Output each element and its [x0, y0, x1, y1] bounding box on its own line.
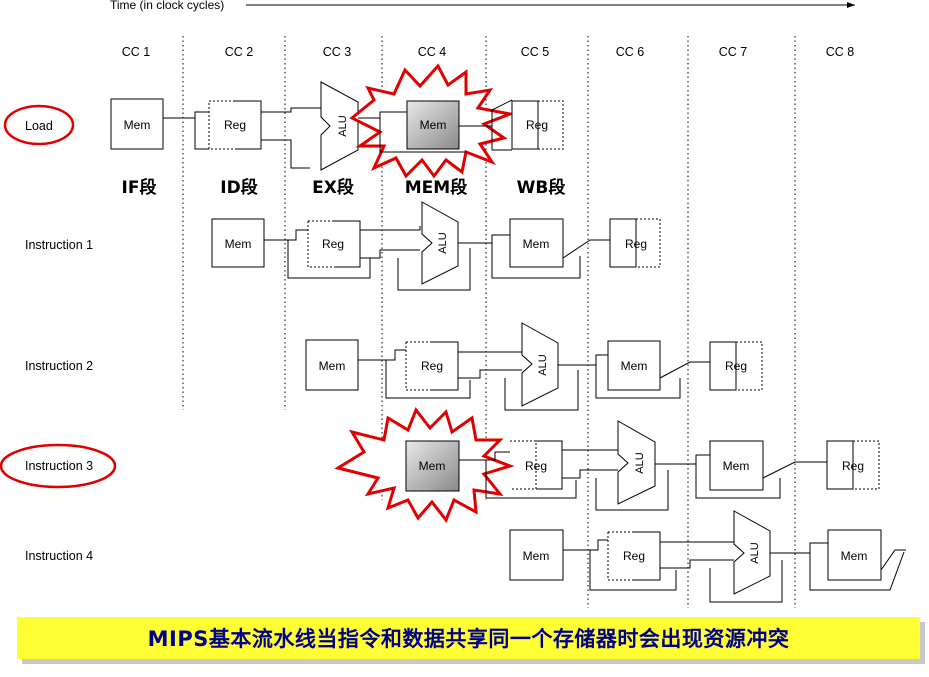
cycle-label: CC 2	[225, 45, 254, 59]
cycle-label: CC 4	[418, 45, 447, 59]
instruction-label: Load	[25, 119, 53, 133]
mem-label: Mem	[841, 549, 868, 563]
load-pipeline: Mem Reg ALU	[110, 81, 359, 171]
reg-label: Reg	[842, 459, 864, 473]
instruction1-pipeline: Mem Reg ALU Mem Reg	[211, 201, 661, 291]
reg-label: Reg	[526, 118, 548, 132]
mem-label: Mem	[225, 237, 252, 251]
cycle-label: CC 3	[323, 45, 352, 59]
mem-unit-conflict	[406, 100, 460, 150]
mem-label: Mem	[621, 359, 648, 373]
mem-unit	[110, 98, 164, 150]
alu-label: ALU	[749, 542, 761, 563]
mem-label: Mem	[420, 118, 447, 132]
cycle-label: CC 5	[521, 45, 550, 59]
stage-labels: IF段 ID段 EX段 MEM段 WB段	[122, 177, 566, 198]
stage-label: MEM段	[405, 177, 467, 198]
cycle-label: CC 6	[616, 45, 645, 59]
mem-label: Mem	[124, 118, 151, 132]
reg-label: Reg	[623, 549, 645, 563]
cycle-label: CC 1	[122, 45, 151, 59]
time-axis-label: Time (in clock cycles)	[110, 0, 224, 12]
reg-label: Reg	[224, 118, 246, 132]
stage-label: ID段	[220, 177, 257, 198]
mem-label: Mem	[523, 237, 550, 251]
stage-label: IF段	[122, 177, 157, 198]
cycle-labels: CC 1 CC 2 CC 3 CC 4 CC 5 CC 6 CC 7 CC 8	[122, 45, 855, 59]
instruction-labels: Load Instruction 1 Instruction 2 Instruc…	[25, 119, 93, 563]
reg-label: Reg	[421, 359, 443, 373]
alu-label: ALU	[437, 232, 449, 253]
mem-label: Mem	[319, 359, 346, 373]
reg-label: Reg	[625, 237, 647, 251]
alu-label: ALU	[634, 452, 646, 473]
reg-label: Reg	[525, 459, 547, 473]
banner-text: MIPS基本流水线当指令和数据共享同一个存储器时会出现资源冲突	[147, 627, 790, 651]
instruction4-pipeline: Mem Reg ALU Mem	[509, 510, 906, 603]
load-highlight-ellipse	[3, 104, 75, 146]
instruction-label: Instruction 4	[25, 549, 93, 563]
mem-label: Mem	[419, 459, 446, 473]
instruction2-pipeline: Mem Reg ALU Mem Reg	[305, 322, 763, 411]
reg-label: Reg	[322, 237, 344, 251]
instruction-label: Instruction 3	[25, 459, 93, 473]
mem-unit-conflict	[405, 440, 460, 492]
reg-label: Reg	[725, 359, 747, 373]
instruction3-pipeline: Reg ALU Mem Reg	[459, 420, 880, 511]
conflict-banner: MIPS基本流水线当指令和数据共享同一个存储器时会出现资源冲突	[17, 617, 920, 659]
stage-label: EX段	[312, 177, 354, 198]
mem-label: Mem	[523, 549, 550, 563]
mem-label: Mem	[723, 459, 750, 473]
cycle-label: CC 7	[719, 45, 748, 59]
instruction-label: Instruction 2	[25, 359, 93, 373]
instruction-label: Instruction 1	[25, 238, 93, 252]
alu-label: ALU	[537, 354, 549, 375]
stage-label: WB段	[517, 177, 566, 198]
cycle-label: CC 8	[826, 45, 855, 59]
instruction3-highlight-ellipse	[0, 443, 117, 489]
alu-label: ALU	[337, 115, 349, 136]
